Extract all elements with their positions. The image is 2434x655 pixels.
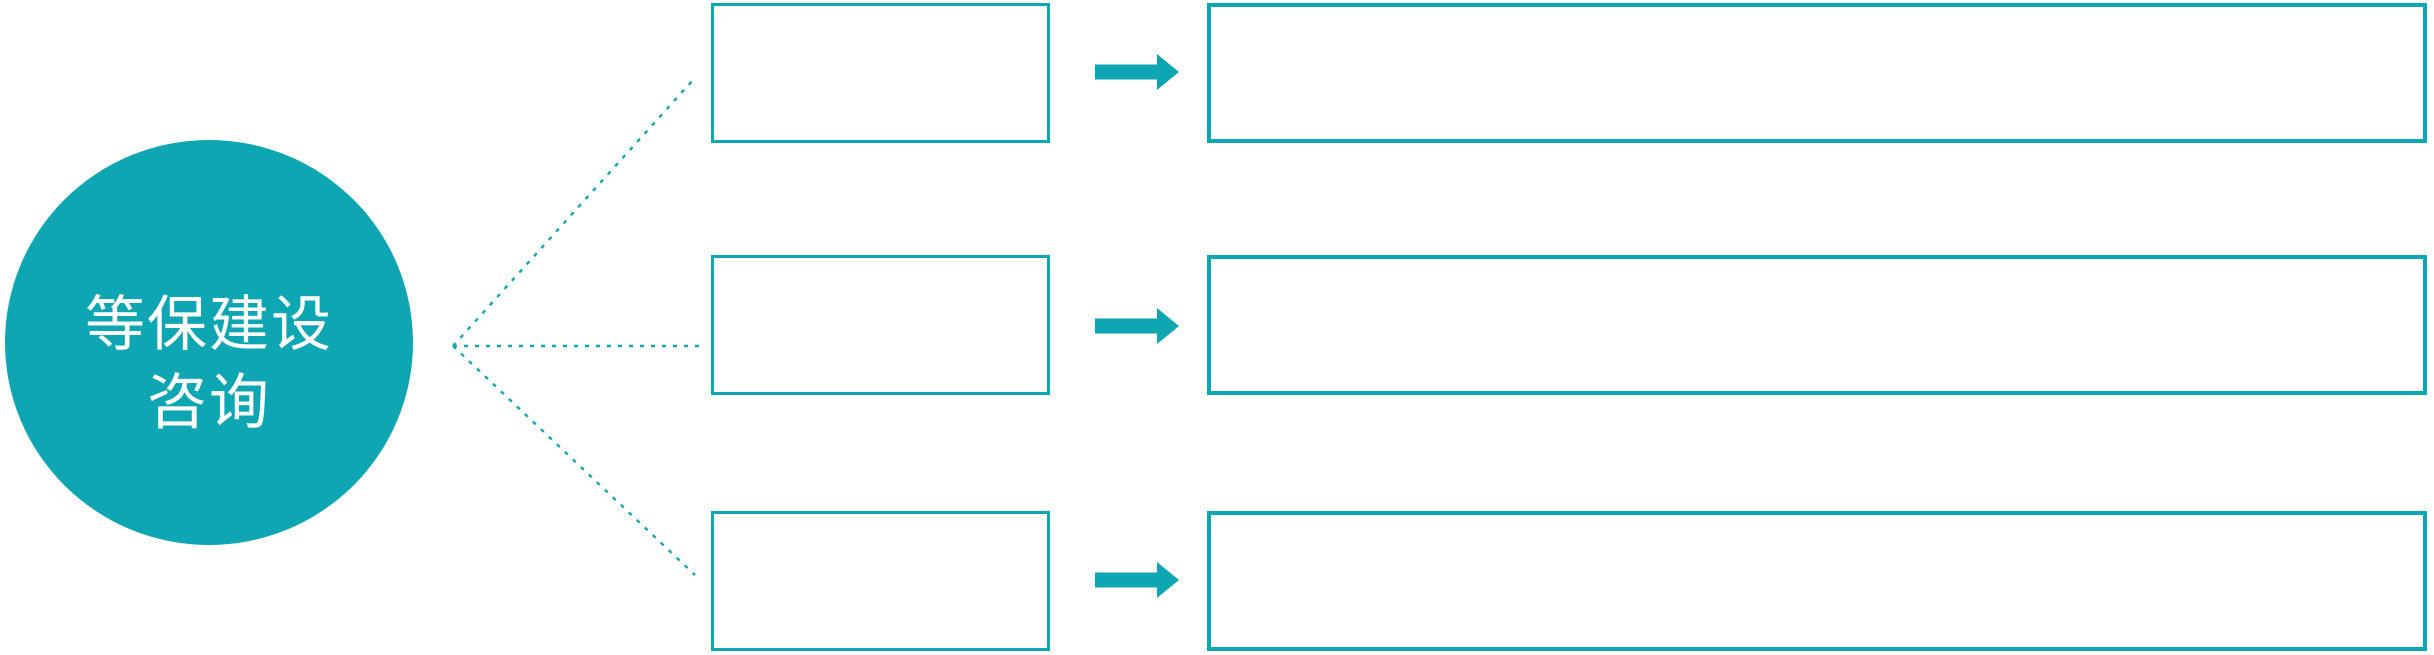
detail-box-3 bbox=[1207, 511, 2427, 651]
detail-box-1 bbox=[1207, 3, 2427, 143]
topic-circle-label-line1: 等保建设 bbox=[85, 289, 333, 360]
branch-box-2 bbox=[711, 255, 1050, 395]
topic-circle: 等保建设 咨询 bbox=[5, 140, 413, 545]
arrow-right-icon bbox=[1095, 54, 1179, 90]
branch-box-3 bbox=[711, 511, 1050, 651]
connector-line-bottom bbox=[452, 345, 696, 576]
detail-box-2 bbox=[1207, 255, 2427, 395]
connector-line-top bbox=[452, 79, 694, 347]
arrow-right-icon bbox=[1095, 308, 1179, 344]
branch-box-1 bbox=[711, 3, 1050, 143]
arrow-right-icon bbox=[1095, 562, 1179, 598]
topic-circle-label-line2: 咨询 bbox=[147, 367, 271, 438]
